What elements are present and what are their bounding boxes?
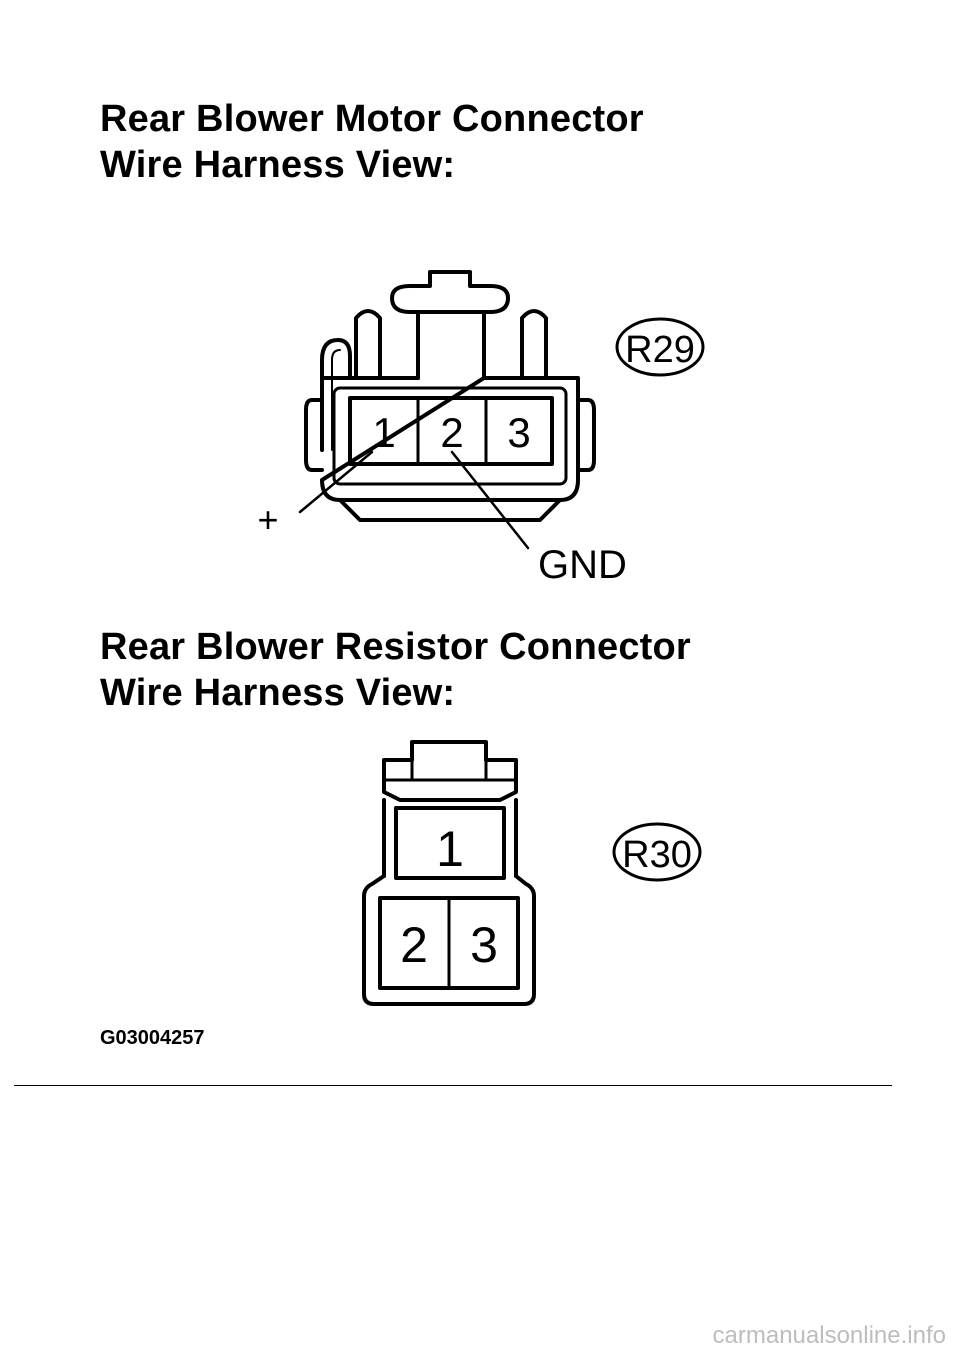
resistor-connector-drawing — [362, 740, 702, 1006]
motor-plus-label: + — [257, 499, 278, 540]
motor-pin-1: 1 — [372, 409, 395, 456]
divider — [14, 1085, 892, 1086]
resistor-connector-code: R30 — [622, 834, 692, 876]
motor-connector-title: Rear Blower Motor Connector Wire Harness… — [100, 96, 644, 188]
resistor-pin-3: 3 — [470, 917, 498, 973]
motor-pin-3: 3 — [507, 409, 530, 456]
resistor-pin-2: 2 — [400, 917, 428, 973]
watermark: carmanualsonline.info — [712, 1322, 946, 1349]
motor-title-line1: Rear Blower Motor Connector — [100, 98, 644, 140]
resistor-title-line2: Wire Harness View: — [100, 672, 456, 714]
resistor-title-line1: Rear Blower Resistor Connector — [100, 626, 691, 668]
resistor-pin-1: 1 — [436, 821, 464, 877]
resistor-connector-title: Rear Blower Resistor Connector Wire Harn… — [100, 624, 691, 716]
motor-connector-code: R29 — [625, 329, 695, 371]
figure-id: G03004257 — [100, 1027, 205, 1049]
motor-pin-2: 2 — [440, 409, 463, 456]
motor-connector-drawing — [298, 270, 705, 550]
motor-gnd-label: GND — [538, 543, 627, 587]
motor-title-line2: Wire Harness View: — [100, 144, 456, 186]
